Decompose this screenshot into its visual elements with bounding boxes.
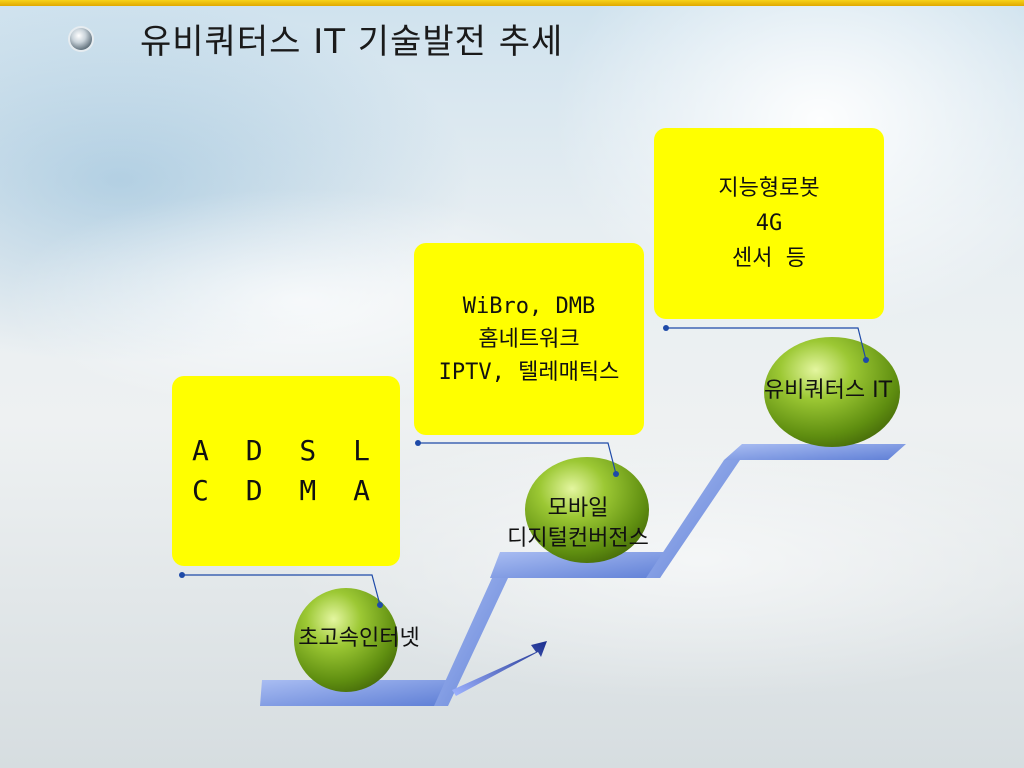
- stage-3-tech-box: 지능형로봇 4G 센서 등: [654, 128, 884, 319]
- stage-1-tech-line: A D S L: [191, 434, 380, 467]
- stage-ball-1: [294, 588, 398, 692]
- staircase: [260, 444, 906, 706]
- title-bullet-icon: [70, 28, 92, 50]
- top-accent-bar: [0, 0, 1024, 6]
- connector-2: [415, 440, 619, 477]
- stage-2-label-line: 디지털컨버전스: [507, 526, 649, 551]
- stage-3-label: 유비쿼터스 IT: [730, 376, 926, 406]
- connector-3: [663, 325, 869, 363]
- progress-arrow-icon: [452, 641, 547, 696]
- stage-3-tech-line: 센서 등: [732, 246, 806, 271]
- stage-2-tech-box: WiBro, DMB 홈네트워크 IPTV, 텔레매틱스: [414, 243, 644, 435]
- stage-ball-2: [525, 457, 649, 563]
- stair-step-1: [260, 680, 446, 706]
- stage-1-tech-box: A D S L C D M A: [172, 376, 400, 566]
- stage-1-label-line: 초고속인터넷: [298, 626, 420, 651]
- stage-2-label-line: 모바일: [547, 496, 609, 521]
- stage-ball-3: [764, 337, 900, 447]
- stage-2-tech-line: WiBro, DMB: [462, 293, 596, 319]
- stage-2-label: 모바일 디지털컨버전스: [478, 494, 678, 554]
- stage-3-tech-line: 4G: [755, 211, 783, 236]
- stair-step-2: [490, 552, 676, 578]
- stage-2-tech-line: IPTV, 텔레매틱스: [438, 359, 620, 385]
- stage-3-tech-line: 지능형로봇: [718, 176, 820, 201]
- stage-1-label: 초고속인터넷: [272, 624, 446, 654]
- stage-1-tech-line: C D M A: [191, 474, 380, 507]
- stair-step-3: [724, 444, 906, 460]
- page-title: 유비쿼터스 IT 기술발전 추세: [140, 22, 564, 62]
- stair-riser-2: [646, 460, 740, 578]
- stage-3-label-line: 유비쿼터스 IT: [763, 378, 893, 403]
- stage-2-tech-line: 홈네트워크: [478, 326, 580, 352]
- connector-1: [179, 572, 383, 608]
- stair-riser-1: [434, 578, 508, 706]
